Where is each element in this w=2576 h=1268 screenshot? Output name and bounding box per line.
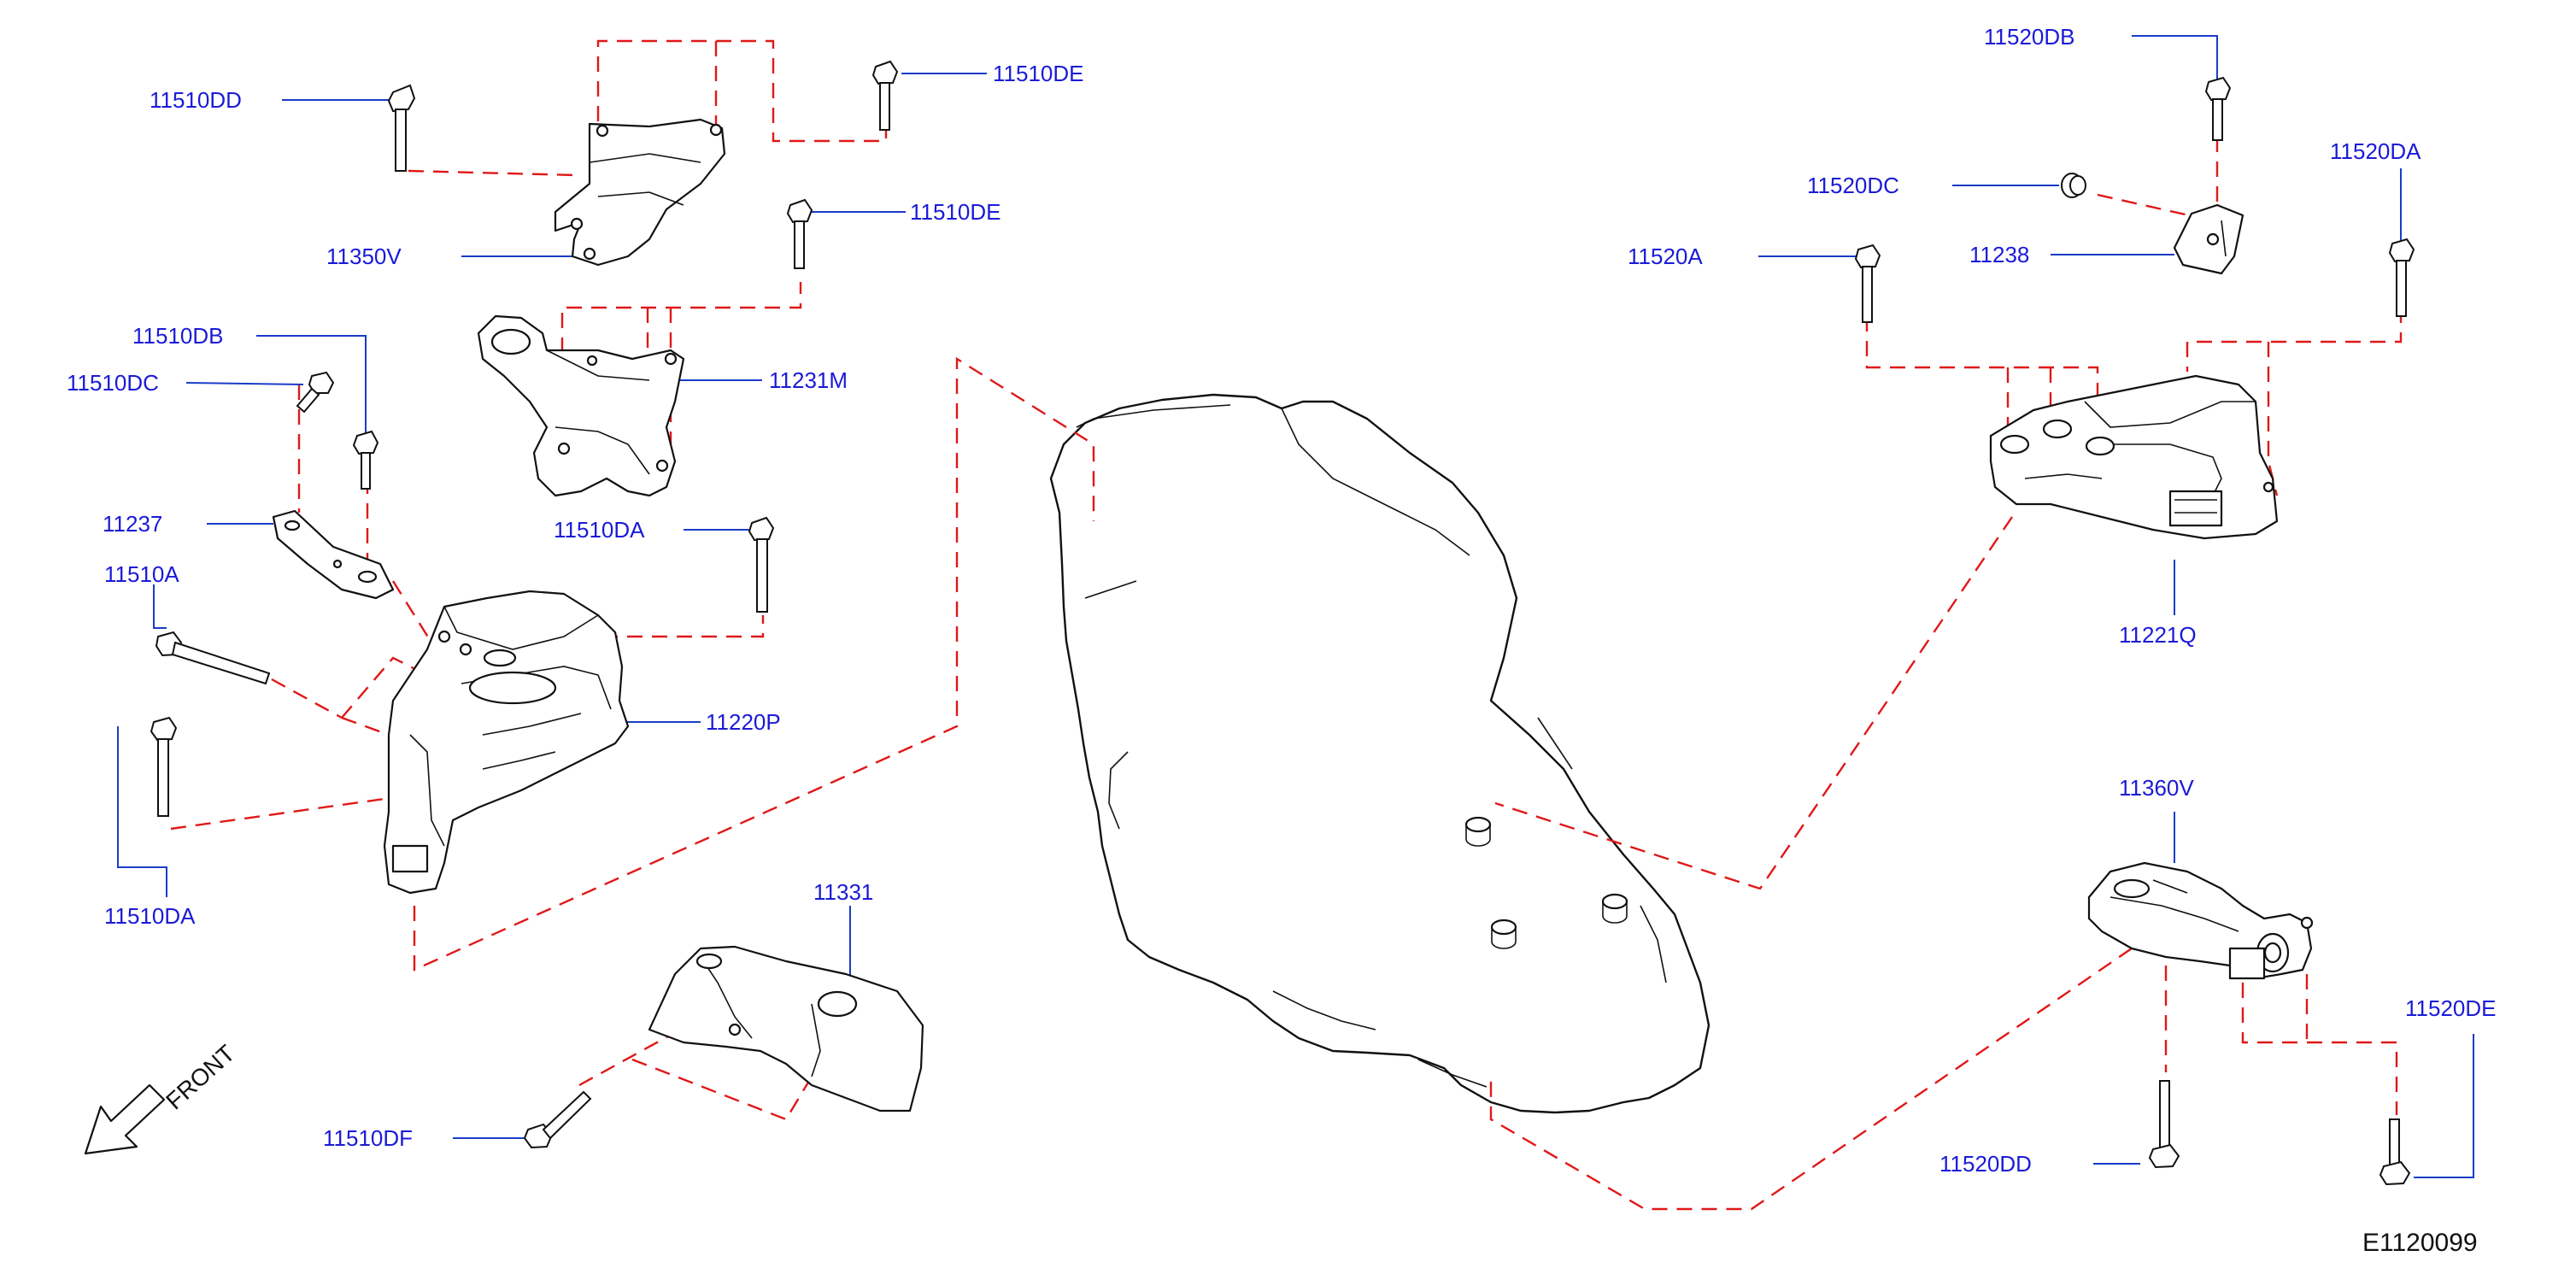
label-11520a: 11520A — [1628, 244, 1703, 269]
label-11350v: 11350V — [326, 244, 402, 269]
label-11510db: 11510DB — [132, 323, 224, 349]
bolt-11510de-top — [871, 60, 899, 131]
label-11520dd: 11520DD — [1939, 1151, 2032, 1177]
bolt-11520db — [2204, 76, 2232, 141]
bolt-11520a — [1854, 244, 1881, 323]
label-11510de-top: 11510DE — [993, 61, 1084, 86]
mount-11220p — [383, 590, 630, 895]
engine-block — [1049, 393, 1710, 1114]
label-11510a: 11510A — [104, 561, 179, 587]
front-arrow-icon — [84, 1083, 166, 1155]
figure-id: E1120099 — [2362, 1229, 2478, 1257]
label-11520de: 11520DE — [2405, 995, 2497, 1021]
bracket-11237 — [272, 509, 395, 600]
bolt-11510a — [155, 631, 271, 685]
nut-11520dc — [2061, 173, 2086, 198]
label-11520dc: 11520DC — [1807, 173, 1899, 198]
label-11221q: 11221Q — [2119, 622, 2197, 648]
engine-boss-1 — [1464, 816, 1492, 847]
engine-boss-3 — [1601, 893, 1628, 924]
bracket-11331 — [648, 945, 924, 1112]
bolt-11520da — [2388, 238, 2415, 317]
bracket-11238 — [2173, 203, 2244, 275]
label-11331: 11331 — [813, 879, 873, 905]
label-11237: 11237 — [103, 511, 162, 537]
label-11360v: 11360V — [2119, 775, 2194, 801]
bolt-11520de — [2379, 1118, 2411, 1186]
bolt-11510da-upper — [748, 516, 775, 613]
mount-11221q — [1989, 374, 2279, 540]
label-11510dc: 11510DC — [67, 370, 159, 396]
front-label: FRONT — [161, 1040, 239, 1115]
bolt-11510df — [523, 1090, 592, 1149]
mount-11360v — [2087, 861, 2314, 980]
label-11520db: 11520DB — [1984, 24, 2075, 50]
part-callouts: 11510DD 11510DE 11510DE 11350V 11510DB 1… — [67, 24, 2497, 1177]
label-11220p: 11220P — [706, 709, 781, 735]
bolt-11510dd — [387, 84, 416, 172]
engine-boss-2 — [1490, 919, 1517, 949]
label-11510da-lower: 11510DA — [104, 903, 196, 929]
bolt-11510da-lower — [150, 716, 178, 817]
bolt-11510de-mid — [786, 198, 813, 269]
label-11231m: 11231M — [769, 367, 848, 393]
bracket-11231m — [477, 314, 685, 497]
dashed-guide-lines — [170, 39, 2403, 1211]
bolt-11510db — [352, 430, 379, 490]
label-11238: 11238 — [1969, 242, 2029, 267]
leader-lines — [117, 35, 2474, 1178]
bolt-11520dd — [2148, 1080, 2180, 1169]
label-11520da: 11520DA — [2330, 138, 2421, 164]
label-11510dd: 11510DD — [150, 87, 242, 113]
bolt-11510dc — [296, 371, 335, 414]
label-11510df: 11510DF — [323, 1125, 413, 1151]
bracket-11350v — [554, 118, 726, 267]
label-11510da-upper: 11510DA — [554, 517, 645, 543]
front-indicator: FRONT — [84, 1040, 240, 1155]
label-11510de-mid: 11510DE — [910, 199, 1001, 225]
